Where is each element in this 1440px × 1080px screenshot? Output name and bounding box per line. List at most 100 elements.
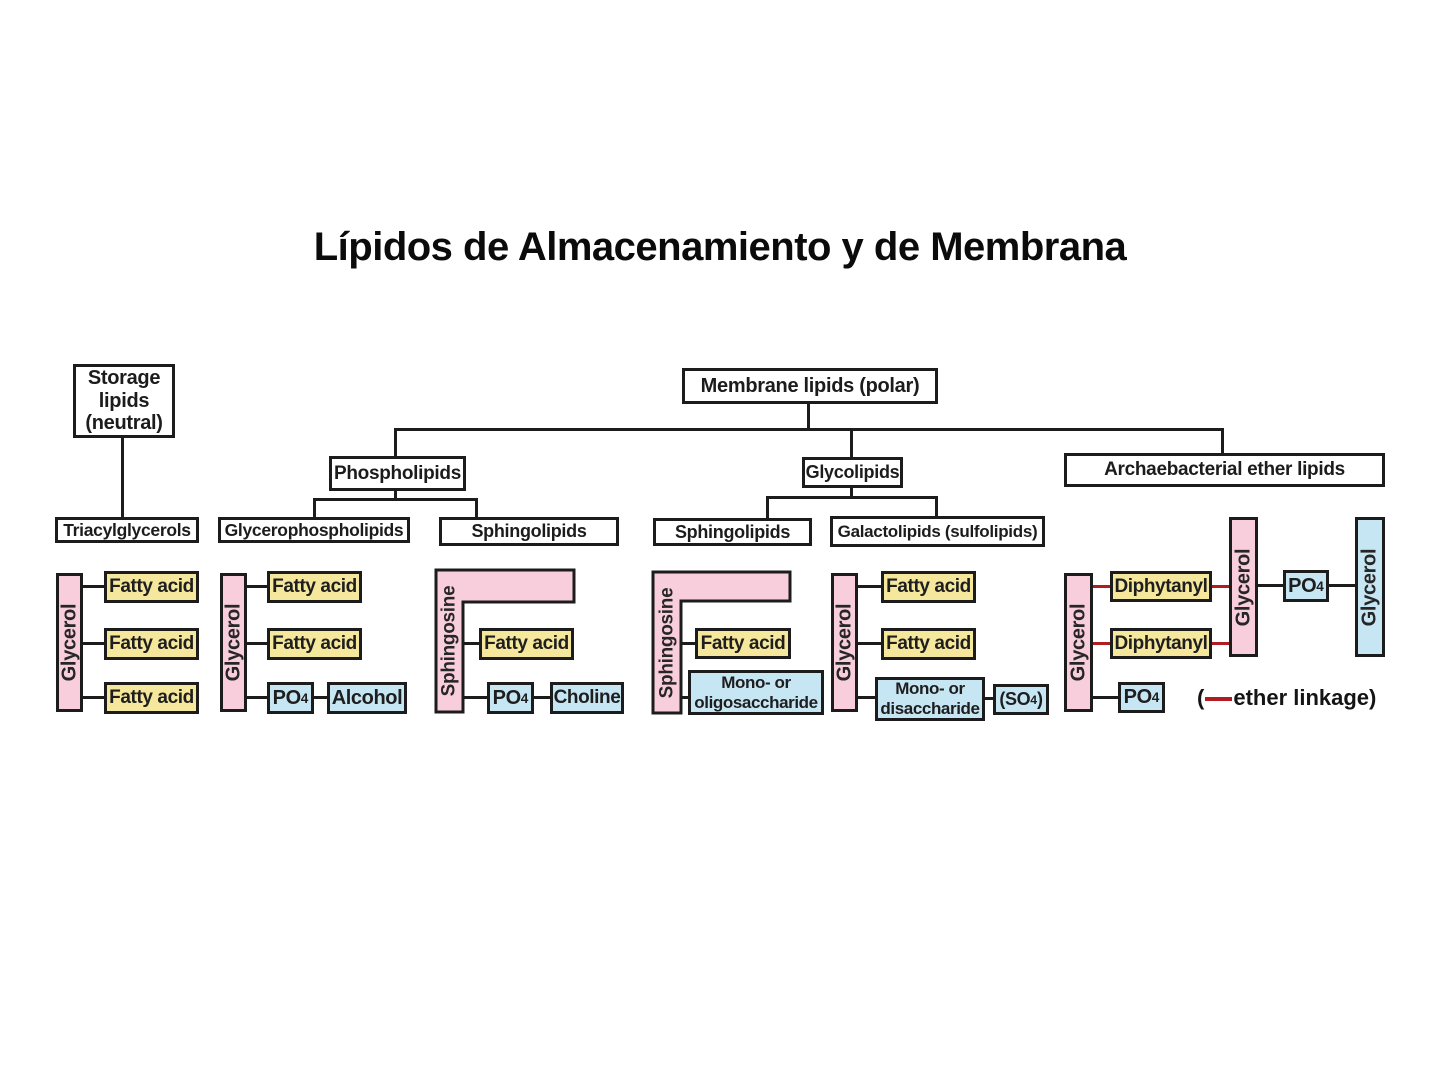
node-phospholipids: Phospholipids bbox=[329, 456, 466, 491]
connector-to-phospholipids bbox=[394, 428, 397, 456]
ether-linkage-line bbox=[1212, 642, 1229, 645]
stub bbox=[858, 696, 875, 699]
connector-storage-triacyl bbox=[121, 437, 124, 517]
stub bbox=[247, 642, 267, 645]
bar-glycerol-galacto: Glycerol bbox=[831, 573, 858, 712]
mono-or-line: Mono- or bbox=[721, 672, 791, 692]
stub bbox=[463, 642, 479, 645]
ether-linkage-line bbox=[1093, 642, 1110, 645]
storage-line-1: Storage bbox=[87, 367, 161, 390]
node-triacylglycerols: Triacylglycerols bbox=[55, 517, 199, 543]
connector-to-glycolipids bbox=[850, 428, 853, 457]
connector-to-sphingolipids-1 bbox=[475, 498, 478, 517]
bar-sphingosine-label: Sphingosine bbox=[653, 574, 681, 711]
po4-text: PO bbox=[1288, 574, 1317, 597]
po4-subscript: 4 bbox=[520, 690, 529, 706]
stub bbox=[1258, 584, 1283, 587]
box-fatty-acid: Fatty acid bbox=[881, 571, 976, 603]
po4-subscript: 4 bbox=[1316, 578, 1324, 594]
connector-to-glycerophospholipids bbox=[313, 498, 316, 517]
po4-text: PO bbox=[272, 686, 302, 709]
bar-glycerol-archae-mid: Glycerol bbox=[1229, 517, 1258, 657]
node-archaebacterial-ether-lipids: Archaebacterial ether lipids bbox=[1064, 453, 1385, 487]
box-alcohol: Alcohol bbox=[327, 682, 407, 714]
bar-glycerol-glycerophospho: Glycerol bbox=[220, 573, 247, 712]
connector-phospholipids-stub bbox=[394, 491, 397, 501]
connector-to-galactolipids bbox=[935, 496, 938, 516]
ether-linkage-line bbox=[1212, 585, 1229, 588]
glycerol-label: Glycerol bbox=[833, 603, 856, 682]
stub bbox=[534, 696, 550, 699]
node-glycolipids: Glycolipids bbox=[802, 457, 903, 488]
bar-glycerol-archae-left: Glycerol bbox=[1064, 573, 1093, 712]
so4-subscript: 4 bbox=[1030, 692, 1037, 707]
po4-text: PO bbox=[492, 686, 522, 709]
stub bbox=[1093, 696, 1118, 699]
stub bbox=[314, 696, 327, 699]
storage-line-3: (neutral) bbox=[85, 412, 163, 435]
node-glycerophospholipids: Glycerophospholipids bbox=[218, 517, 410, 543]
box-choline: Choline bbox=[550, 682, 624, 714]
bar-glycerol-triacyl: Glycerol bbox=[56, 573, 83, 712]
stub bbox=[1329, 584, 1355, 587]
so4-close: ) bbox=[1037, 689, 1043, 709]
box-mono-disaccharide: Mono- or disaccharide bbox=[875, 677, 985, 721]
stub bbox=[247, 696, 267, 699]
glycerol-label: Glycerol bbox=[1067, 603, 1090, 682]
box-fatty-acid: Fatty acid bbox=[104, 682, 199, 714]
glycerol-label: Glycerol bbox=[222, 603, 245, 682]
box-fatty-acid: Fatty acid bbox=[695, 628, 791, 659]
stub bbox=[83, 642, 104, 645]
glycerol-label: Glycerol bbox=[1358, 548, 1381, 626]
node-membrane-lipids: Membrane lipids (polar) bbox=[682, 368, 938, 404]
po4-subscript: 4 bbox=[300, 690, 309, 706]
oligosaccharide-line: oligosaccharide bbox=[694, 692, 818, 712]
box-diphytanyl: Diphytanyl bbox=[1110, 628, 1212, 659]
storage-line-2: lipids bbox=[98, 389, 150, 412]
sphingosine-label: Sphingosine bbox=[438, 585, 460, 697]
glycerol-label: Glycerol bbox=[1232, 548, 1255, 626]
mono-or-line: Mono- or bbox=[895, 679, 965, 699]
bar-sphingosine-label: Sphingosine bbox=[436, 572, 463, 710]
legend-ether-linkage: ( ether linkage) bbox=[1197, 683, 1376, 713]
connector-glycolipids-stub bbox=[850, 488, 853, 498]
ether-linkage-line bbox=[1093, 585, 1110, 588]
so4-text: (SO bbox=[999, 689, 1031, 709]
stub bbox=[985, 697, 993, 700]
legend-text: ether linkage) bbox=[1233, 685, 1377, 710]
po4-subscript: 4 bbox=[1151, 690, 1160, 705]
stub bbox=[83, 696, 104, 699]
connector-main-branch bbox=[396, 428, 1224, 431]
disaccharide-line: disaccharide bbox=[880, 699, 980, 718]
glycerol-label: Glycerol bbox=[58, 603, 81, 682]
sphingosine-shape bbox=[651, 570, 792, 715]
stub bbox=[681, 642, 695, 645]
box-fatty-acid: Fatty acid bbox=[479, 628, 574, 660]
stub bbox=[681, 696, 690, 699]
node-sphingolipids-phospho: Sphingolipids bbox=[439, 517, 619, 546]
bar-glycerol-archae-right: Glycerol bbox=[1355, 517, 1385, 657]
stub bbox=[858, 642, 881, 645]
connector-to-archaebacterial bbox=[1221, 428, 1224, 453]
connector-glycolipids-branch bbox=[766, 496, 938, 499]
box-fatty-acid: Fatty acid bbox=[104, 628, 199, 660]
stub bbox=[858, 585, 881, 588]
page-title: Lípidos de Almacenamiento y de Membrana bbox=[313, 225, 1127, 269]
node-storage-lipids: Storage lipids (neutral) bbox=[73, 364, 175, 438]
red-dash-icon bbox=[1205, 697, 1233, 701]
box-fatty-acid: Fatty acid bbox=[104, 571, 199, 603]
connector-membrane-stub bbox=[807, 404, 810, 429]
connector-to-sphingolipids-2 bbox=[766, 496, 769, 518]
node-galactolipids: Galactolipids (sulfolipids) bbox=[830, 516, 1045, 547]
box-fatty-acid: Fatty acid bbox=[267, 628, 362, 660]
connector-phospholipids-branch bbox=[313, 498, 478, 501]
stub bbox=[463, 696, 487, 699]
box-diphytanyl: Diphytanyl bbox=[1110, 571, 1212, 602]
box-fatty-acid: Fatty acid bbox=[881, 628, 976, 660]
node-sphingolipids-glyco: Sphingolipids bbox=[653, 518, 812, 546]
box-mono-oligosaccharide: Mono- or oligosaccharide bbox=[688, 670, 824, 715]
